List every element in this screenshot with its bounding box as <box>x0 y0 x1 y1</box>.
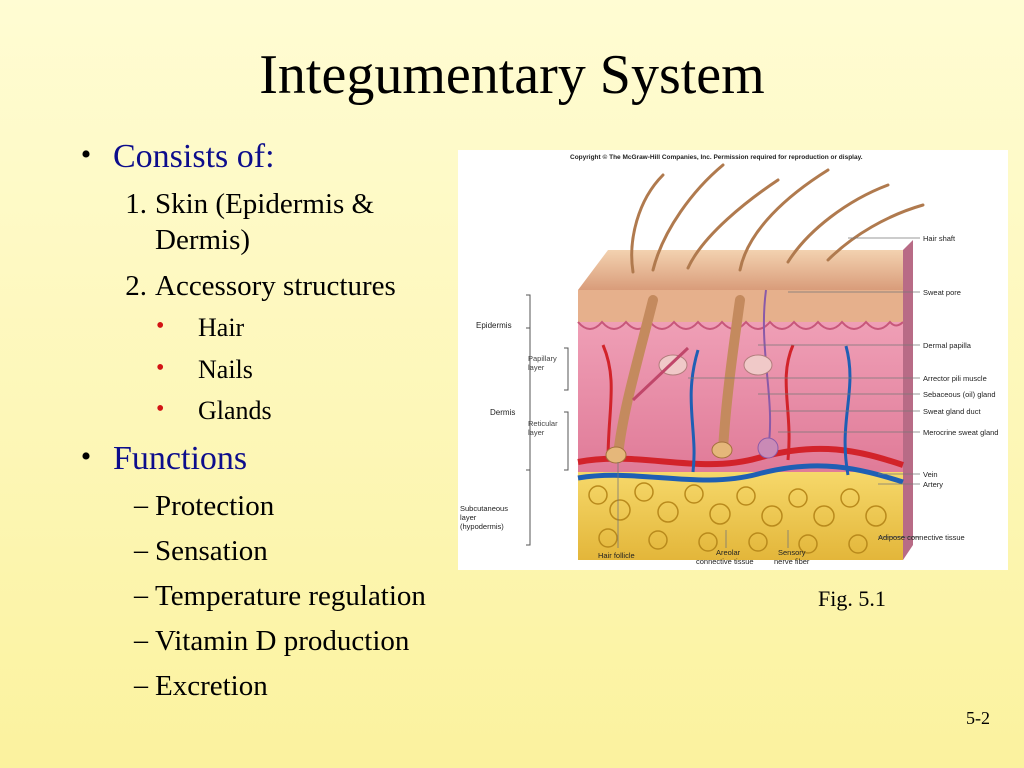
label-subcutaneous-3: (hypodermis) <box>460 522 504 531</box>
number-marker: 2. <box>125 270 147 302</box>
function-item: – Temperature regulation <box>134 580 426 613</box>
block-side <box>903 240 913 560</box>
function-text: Protection <box>155 490 275 522</box>
capillary-vein <box>843 345 852 476</box>
label-dermis: Dermis <box>490 408 515 417</box>
hypodermis-layer <box>578 472 903 560</box>
label-papillary-2: layer <box>528 363 545 372</box>
list-item-text: Skin (Epidermis & <box>155 188 375 220</box>
list-item-accessory: 2. Accessory structures <box>125 270 396 303</box>
figure-caption: Fig. 5.1 <box>818 586 886 611</box>
sub-item-text: Glands <box>198 396 272 425</box>
label-sensory-1: Sensory <box>778 548 806 557</box>
bottom-leader-lines <box>617 462 789 548</box>
sub-item-nails: • Nails <box>156 355 253 385</box>
capillary-vein <box>689 349 700 473</box>
label-vein: Vein <box>923 470 938 479</box>
hair-shafts <box>630 163 925 274</box>
label-areolar-1: Areolar <box>716 548 741 557</box>
skin-block <box>577 163 925 560</box>
red-bullet-marker: • <box>156 355 165 381</box>
label-epidermis: Epidermis <box>476 321 512 330</box>
sub-item-glands: • Glands <box>156 396 272 426</box>
dash-marker: – <box>134 625 148 656</box>
dash-marker: – <box>134 580 148 611</box>
list-item-skin-continued: Dermis) <box>155 224 250 257</box>
function-item: – Protection <box>134 490 275 523</box>
red-bullet-marker: • <box>156 396 165 422</box>
hair-follicle <box>605 295 690 464</box>
dash-marker: – <box>134 490 148 521</box>
label-hair-shaft: Hair shaft <box>923 234 956 243</box>
function-text: Temperature regulation <box>155 580 426 612</box>
function-item: – Excretion <box>134 670 268 703</box>
hair-follicle <box>711 295 773 459</box>
label-sensory-2: nerve fiber <box>774 557 810 566</box>
consists-heading: Consists of: <box>113 138 275 175</box>
label-sweat-gland-duct: Sweat gland duct <box>923 407 981 416</box>
bullet-marker: • <box>80 138 92 171</box>
vein <box>577 463 904 485</box>
skin-diagram-svg: Copyright © The McGraw-Hill Companies, I… <box>460 153 998 566</box>
copyright-text: Copyright © The McGraw-Hill Companies, I… <box>570 153 863 161</box>
list-item-skin: 1. Skin (Epidermis & <box>125 188 375 221</box>
bullet-marker: • <box>80 440 92 473</box>
right-leader-lines <box>688 237 920 538</box>
skin-diagram: Copyright © The McGraw-Hill Companies, I… <box>458 150 1008 570</box>
label-sweat-pore: Sweat pore <box>923 288 961 297</box>
label-subcutaneous-2: layer <box>460 513 477 522</box>
adipose-cells <box>588 482 887 554</box>
label-artery: Artery <box>923 480 943 489</box>
dash-marker: – <box>134 535 148 566</box>
list-item-text: Dermis) <box>155 224 251 256</box>
capillary-artery <box>601 344 613 461</box>
function-text: Excretion <box>155 670 268 702</box>
function-text: Vitamin D production <box>155 625 410 657</box>
artery <box>577 445 904 468</box>
bullet-functions: • Functions <box>81 440 248 478</box>
sub-item-hair: • Hair <box>156 313 245 343</box>
label-hair-follicle: Hair follicle <box>598 551 635 560</box>
list-item-text: Accessory structures <box>155 270 396 302</box>
slide-number: 5-2 <box>966 708 990 728</box>
label-sebaceous-gland: Sebaceous (oil) gland <box>923 390 996 399</box>
label-reticular-1: Reticular <box>528 419 558 428</box>
function-item: – Vitamin D production <box>134 625 410 658</box>
label-subcutaneous-1: Subcutaneous <box>460 504 508 513</box>
label-dermal-papilla: Dermal papilla <box>923 341 972 350</box>
sub-item-text: Hair <box>198 313 245 342</box>
slide-title: Integumentary System <box>259 44 765 106</box>
label-reticular-2: layer <box>528 428 545 437</box>
left-brackets <box>526 294 569 546</box>
functions-heading: Functions <box>113 440 248 477</box>
capillary-artery <box>784 344 795 461</box>
label-merocrine-gland: Merocrine sweat gland <box>923 428 998 437</box>
dash-marker: – <box>134 670 148 701</box>
arrector-pili <box>631 346 690 402</box>
function-item: – Sensation <box>134 535 268 568</box>
label-arrector-pili: Arrector pili muscle <box>923 374 987 383</box>
label-adipose: Adipose connective tissue <box>878 533 965 542</box>
slide-outline: • Consists of: 1. Skin (Epidermis & Derm… <box>0 0 480 768</box>
red-bullet-marker: • <box>156 313 165 339</box>
label-papillary-1: Papillary <box>528 354 557 363</box>
function-text: Sensation <box>155 535 268 567</box>
dermal-papillae <box>577 320 904 330</box>
number-marker: 1. <box>125 188 147 220</box>
bullet-consists-of: • Consists of: <box>81 138 275 176</box>
sub-item-text: Nails <box>198 355 253 384</box>
sweat-gland <box>757 289 779 459</box>
sebaceous-gland <box>743 354 773 376</box>
label-areolar-2: connective tissue <box>696 557 754 566</box>
